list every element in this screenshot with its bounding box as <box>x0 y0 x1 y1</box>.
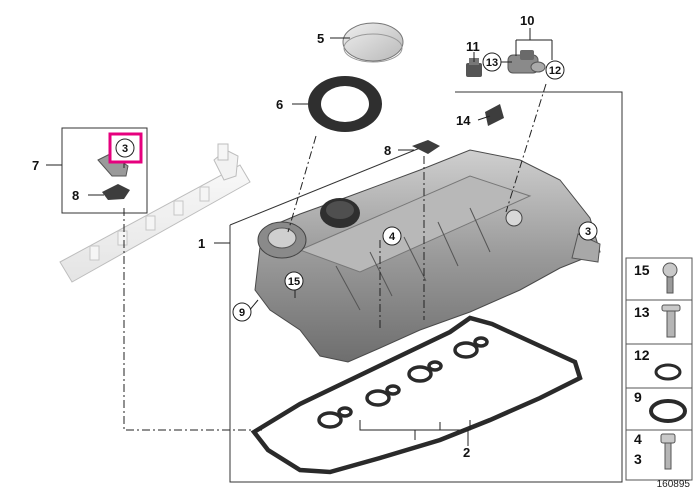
callout-5: 5 <box>317 31 324 46</box>
callout-6: 6 <box>276 97 283 112</box>
callout-15: 15 <box>288 276 300 288</box>
seal-ring-6 <box>308 76 382 132</box>
callout-1: 1 <box>198 236 205 251</box>
callout-3-highlighted[interactable]: 3 <box>108 132 143 164</box>
callout-2-bracket <box>359 420 471 446</box>
callout-10: 10 <box>520 13 534 28</box>
loose-parts-panel: 15 13 12 9 4 3 <box>625 257 693 481</box>
cover-gasket-2 <box>250 315 583 475</box>
bolt-3-4 <box>660 433 676 470</box>
camshaft-sensor-10 <box>507 50 546 74</box>
callout-12: 12 <box>549 65 561 77</box>
callout-13: 13 <box>486 57 498 69</box>
callout-15-circle: 15 <box>284 271 304 291</box>
panel-label-4: 4 <box>634 431 642 447</box>
assembly-frame-diagonal <box>229 147 421 226</box>
seal-ring-9 <box>649 399 687 423</box>
injector-seals-2 <box>317 336 489 429</box>
callout-3-circle-right: 3 <box>578 221 598 241</box>
assembly-frame <box>229 91 623 483</box>
callout-13-circle: 13 <box>482 52 502 72</box>
bracket-8-inset <box>102 184 130 200</box>
panel-label-13: 13 <box>634 304 650 320</box>
screw-3-inset <box>97 153 129 177</box>
o-ring-12 <box>654 363 682 381</box>
callout-3-inset: 3 <box>122 143 128 155</box>
panel-label-9: 9 <box>634 389 642 405</box>
injector-rail <box>59 143 251 283</box>
figure-id: 160895 <box>657 479 691 490</box>
leader-lines <box>123 83 547 431</box>
callout-8-upper: 8 <box>384 143 391 158</box>
callout-8-inset: 8 <box>72 188 79 203</box>
callout-3-right: 3 <box>585 226 591 238</box>
callout-9: 9 <box>239 307 245 319</box>
bracket-8-upper <box>412 140 440 154</box>
callout-2: 2 <box>463 445 470 460</box>
oil-filler-cap-5 <box>342 22 404 63</box>
cylinder-head-cover-1 <box>254 149 601 363</box>
callout-9-circle: 9 <box>232 302 252 322</box>
rail-inset-frame <box>61 127 148 214</box>
clip-14 <box>485 104 504 126</box>
panel-label-12: 12 <box>634 347 650 363</box>
callout-4-circle: 4 <box>382 226 402 246</box>
callout-14: 14 <box>456 113 471 128</box>
callout-11: 11 <box>466 39 480 54</box>
screw-13 <box>661 304 681 338</box>
callout-4: 4 <box>389 231 396 243</box>
panel-label-3: 3 <box>634 451 642 467</box>
callout-7: 7 <box>32 158 39 173</box>
ball-stud-15 <box>662 262 678 294</box>
callout-12-circle: 12 <box>545 60 565 80</box>
panel-label-15: 15 <box>634 262 650 278</box>
